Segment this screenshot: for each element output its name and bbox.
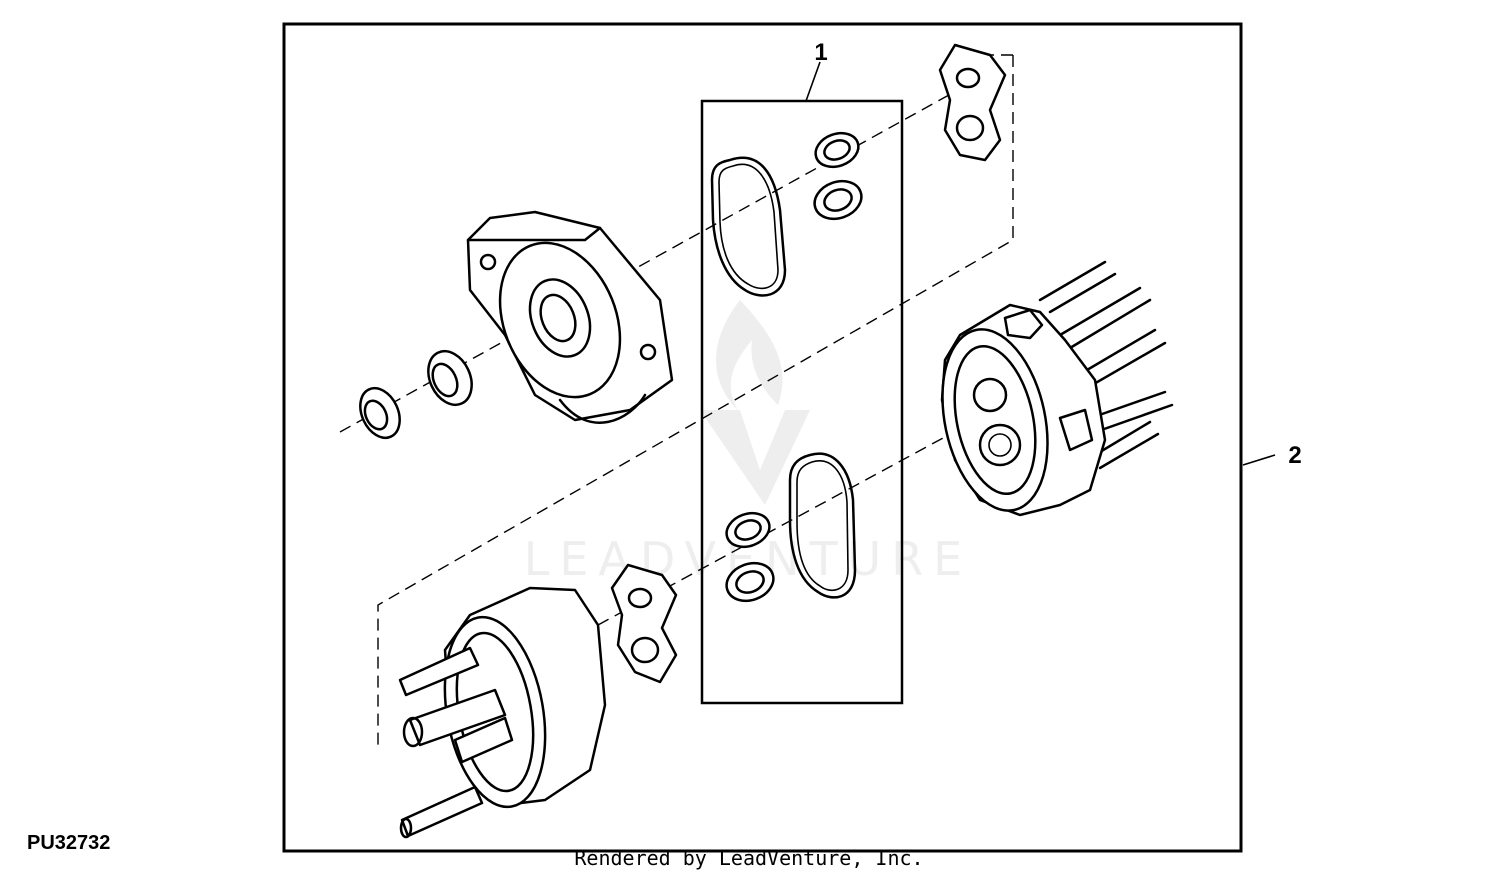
callout-2: 2	[1288, 442, 1301, 469]
port-gasket-lower	[610, 563, 678, 684]
o-ring-lower	[788, 452, 857, 599]
shaft-seal-small	[359, 386, 401, 440]
callout-1-leader	[805, 61, 821, 102]
figure-id: PU32732	[27, 832, 110, 854]
through-bolts	[1038, 260, 1174, 470]
backup-ring-lower	[725, 511, 775, 603]
gear-section	[398, 586, 607, 839]
shaft-seal-large	[427, 350, 473, 406]
watermark-v-icon	[700, 410, 810, 505]
backup-ring-upper	[813, 131, 863, 221]
callout-1: 1	[814, 39, 827, 66]
watermark-flame-icon	[716, 300, 783, 410]
shafts	[398, 646, 514, 839]
watermark: LEADVENTURE	[524, 300, 962, 586]
port-gasket-upper	[938, 43, 1007, 162]
o-ring-upper	[710, 156, 787, 297]
seal-kit-frame	[700, 99, 904, 705]
rendered-by-footer: Rendered by LeadVenture, Inc.	[574, 846, 923, 870]
rear-pump-section	[940, 260, 1174, 517]
assembly-frame	[282, 22, 1243, 853]
callout-2-leader	[1242, 454, 1276, 466]
mounting-flange	[466, 210, 674, 424]
